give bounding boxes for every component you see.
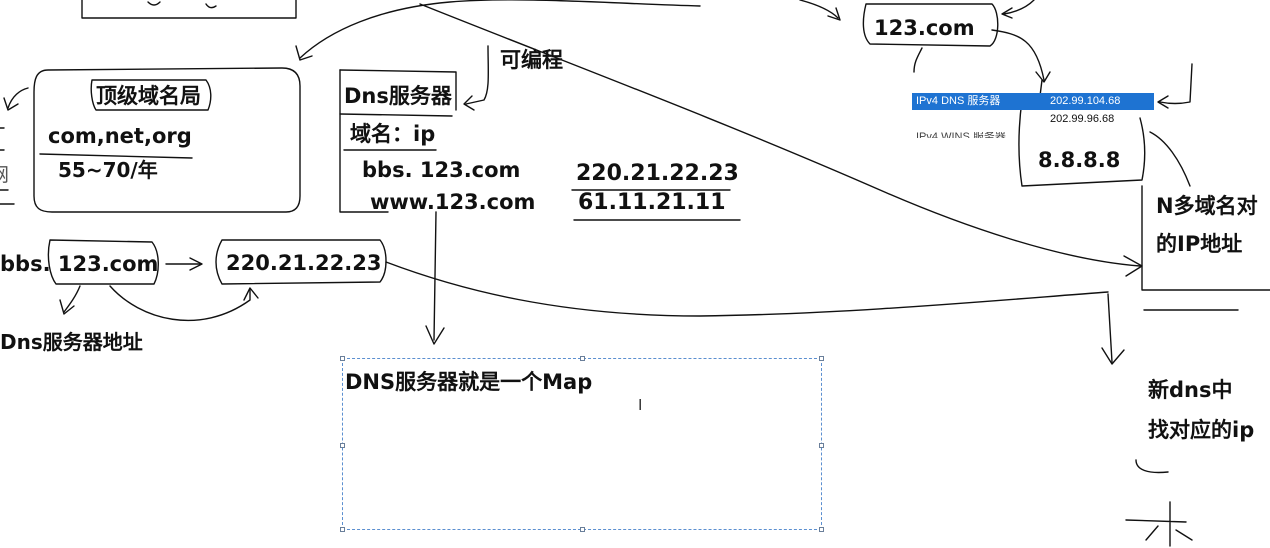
programmable-bracket-head xyxy=(463,95,475,111)
ipv4-dns-label: IPv4 DNS 服务器 xyxy=(916,95,1001,107)
long-arc-right-down xyxy=(1107,293,1113,363)
left-edge-char: 网 xyxy=(0,166,9,185)
tld-left-arrow-head xyxy=(3,97,19,111)
top-arc-arrow xyxy=(299,0,701,59)
query-loop-head xyxy=(243,287,259,301)
top-domain: 123.com xyxy=(874,16,975,40)
bottom-right-mark1 xyxy=(1135,459,1169,474)
ipv4-wins-label: IPv4 WINS 服务器 xyxy=(916,132,1006,138)
top-domain-connect xyxy=(991,29,1045,81)
right-vertical xyxy=(1159,63,1193,105)
many-domains-line1: N多域名对 xyxy=(1156,194,1258,218)
entry2-ip: 61.11.21.11 xyxy=(578,190,726,215)
query-domain-box xyxy=(47,239,159,285)
resize-handle-tr[interactable] xyxy=(819,356,824,361)
long-arc-right-down-head xyxy=(1101,347,1125,365)
resize-handle-bl[interactable] xyxy=(340,527,345,532)
arrow-right-top-head xyxy=(1001,7,1013,19)
many-domains-box xyxy=(1141,185,1270,291)
query-down-left xyxy=(63,285,81,313)
tld-left-arrow xyxy=(7,87,29,109)
entry2-domain: www.123.com xyxy=(370,190,536,214)
query-down-left-head xyxy=(59,299,75,315)
tld-domains: com,net,org xyxy=(48,124,192,148)
dns-arrow-down xyxy=(1149,131,1191,187)
map-note[interactable]: DNS服务器就是一个Map xyxy=(345,370,593,394)
query-loop xyxy=(109,285,251,322)
arrow-to-top-domain-head xyxy=(827,7,841,21)
programmable-bracket xyxy=(465,45,490,105)
big-arc xyxy=(419,3,1141,267)
dns-address-label: Dns服务器地址 xyxy=(0,330,143,354)
tld-underline xyxy=(39,153,193,159)
map-text-box[interactable] xyxy=(340,356,824,532)
many-domains-line2: 的IP地址 xyxy=(1156,232,1243,256)
resize-handle-tm[interactable] xyxy=(580,356,585,361)
tld-price: 55~70/年 xyxy=(58,158,158,182)
left-edge-bits xyxy=(0,127,15,205)
dns-down-arrow-head xyxy=(425,325,445,345)
domain-ip-heading: 域名：ip xyxy=(350,122,436,146)
ipv4-dns-secondary: 202.99.96.68 xyxy=(1050,113,1115,125)
resize-handle-mr[interactable] xyxy=(819,443,824,448)
resize-handle-ml[interactable] xyxy=(340,443,345,448)
top-left-box-stroke xyxy=(81,0,297,19)
query-domain: bbs. 123.com xyxy=(0,252,159,276)
dns-box-top xyxy=(339,69,457,111)
long-arc-right xyxy=(385,261,1109,317)
resize-handle-br[interactable] xyxy=(819,527,824,532)
public-dns: 8.8.8.8 xyxy=(1038,148,1121,172)
ipv4-dns-panel: IPv4 DNS 服务器 202.99.104.68 202.99.96.68 … xyxy=(912,92,1154,138)
ipv4-dns-row-secondary[interactable]: 202.99.96.68 xyxy=(912,111,1154,128)
top-domain-connect-head xyxy=(1035,71,1051,83)
tld-box xyxy=(33,67,301,213)
top-domain-box xyxy=(862,3,999,47)
dns-server-title: Dns服务器 xyxy=(344,84,452,108)
query-ip: 220.21.22.23 xyxy=(226,251,382,275)
top-domain-down-stroke xyxy=(913,47,923,73)
dns-box-left xyxy=(339,69,389,213)
arrow-to-top-domain xyxy=(799,0,839,19)
tld-title-box xyxy=(90,79,212,111)
dns-down-arrow xyxy=(433,211,437,341)
top-left-squiggle xyxy=(147,1,217,9)
query-ip-box xyxy=(215,239,387,285)
text-cursor-icon: I xyxy=(638,396,643,414)
new-dns-line1: 新dns中 xyxy=(1148,378,1233,402)
ipv4-dns-primary: 202.99.104.68 xyxy=(1050,95,1121,107)
dns-header-underline xyxy=(339,113,453,117)
bottom-right-mark2 xyxy=(1125,501,1193,547)
resize-handle-bm[interactable] xyxy=(580,527,585,532)
entry1-domain: bbs. 123.com xyxy=(362,158,521,182)
entry1-ip: 220.21.22.23 xyxy=(576,161,739,186)
new-dns-line2: 找对应的ip xyxy=(1148,418,1255,442)
query-arrow-head xyxy=(189,257,203,271)
right-vertical-head xyxy=(1157,95,1169,109)
programmable-label: 可编程 xyxy=(500,48,563,72)
ipv4-dns-row[interactable]: IPv4 DNS 服务器 202.99.104.68 xyxy=(912,93,1154,110)
arrow-right-top xyxy=(1003,0,1035,15)
tld-title: 顶级域名局 xyxy=(96,84,201,108)
top-arc-head xyxy=(295,45,313,61)
resize-handle-tl[interactable] xyxy=(340,356,345,361)
